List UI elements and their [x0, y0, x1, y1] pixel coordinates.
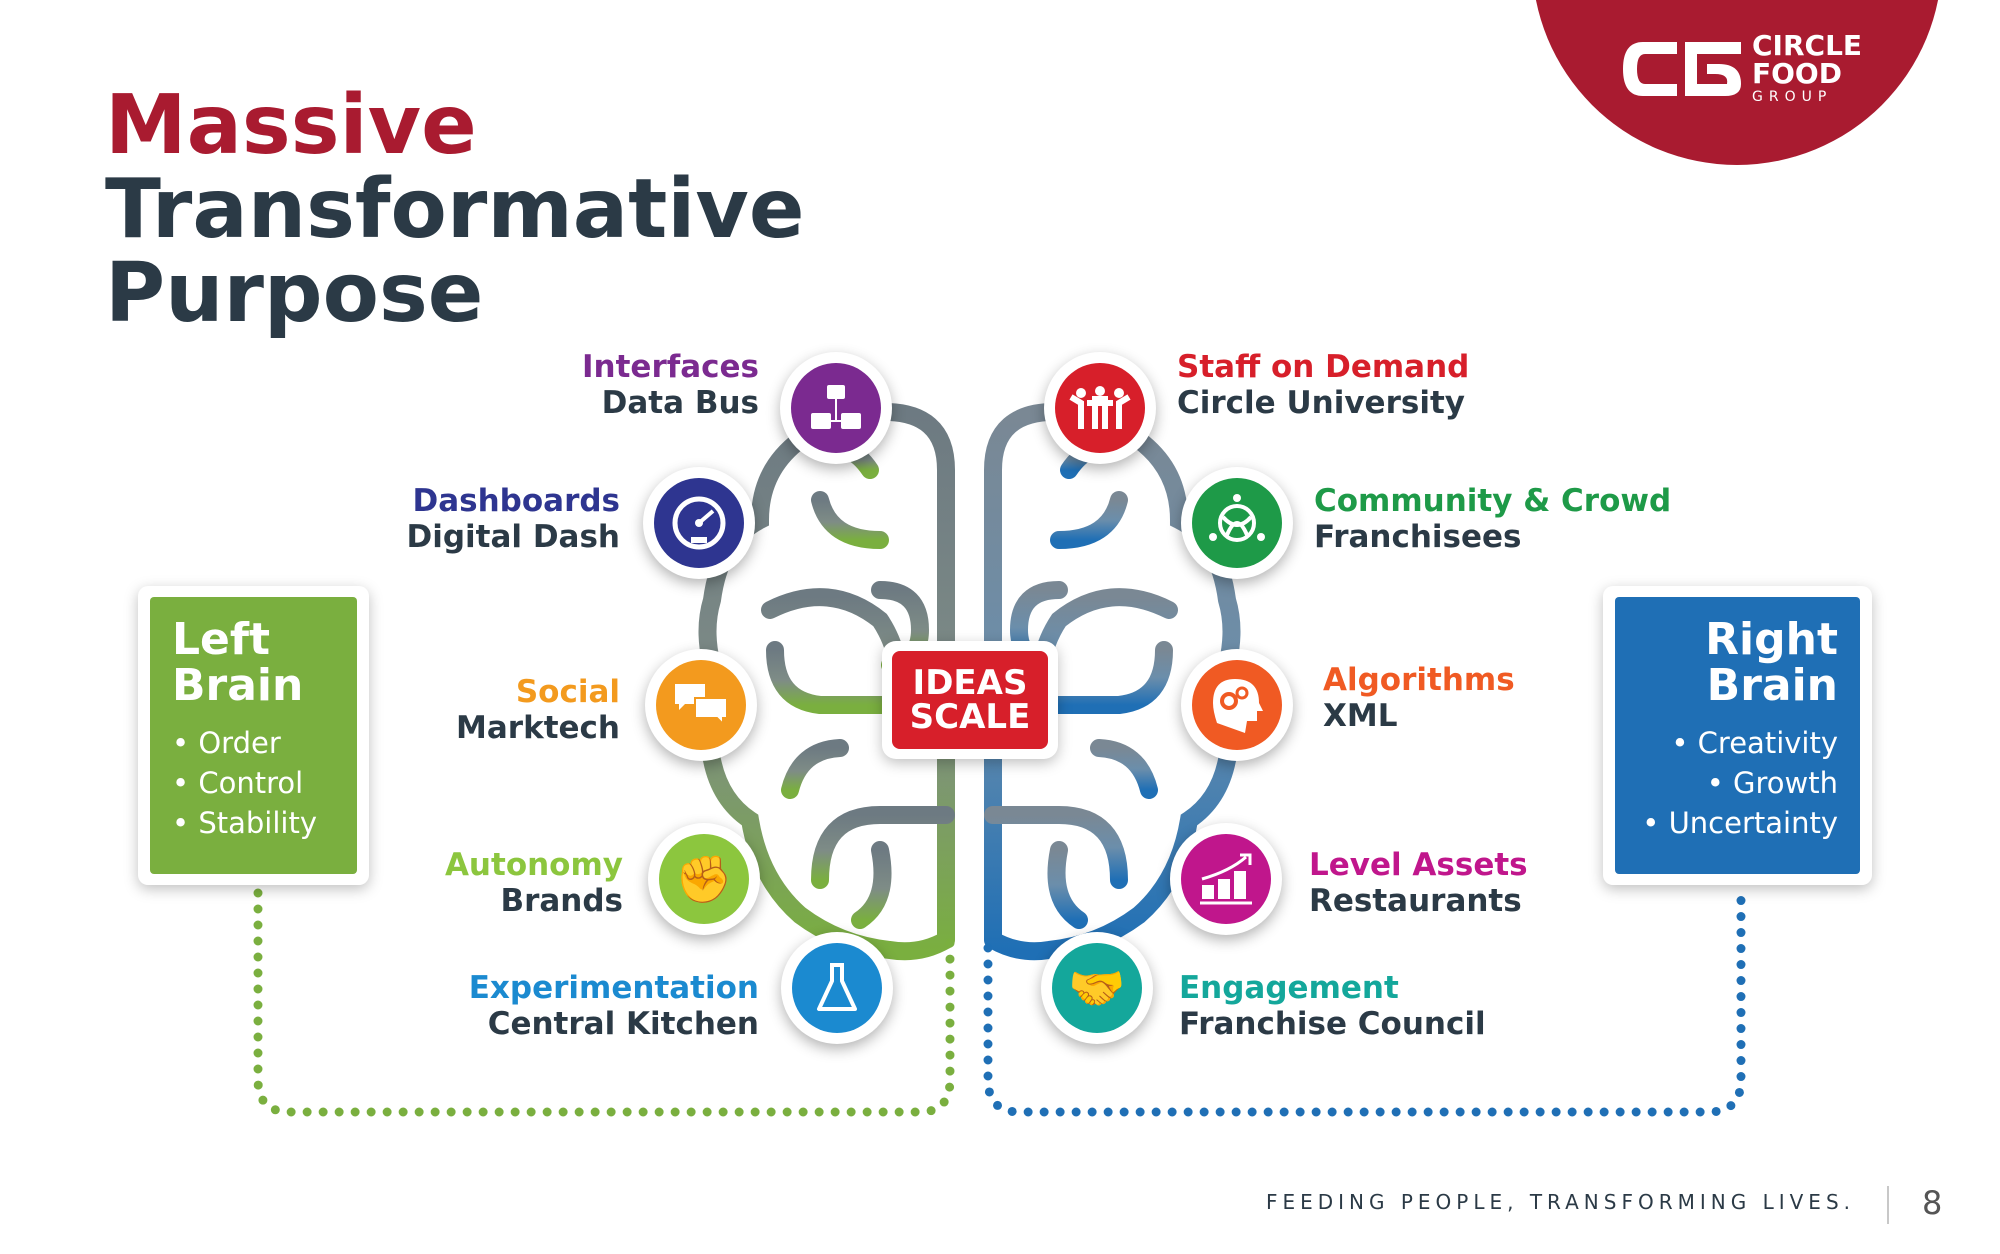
growth-chart-icon [1181, 834, 1271, 924]
head-gears-icon [1192, 660, 1282, 750]
node-label: Algorithms [1323, 662, 1515, 698]
node-algorithms [1181, 649, 1293, 761]
community-knot-icon [1192, 478, 1282, 568]
node-label: Level Assets [1309, 847, 1528, 883]
right-brain-title-2: Brain [1706, 660, 1838, 711]
left-brain-item: Control [172, 763, 335, 803]
logo-line-2: FOOD [1752, 57, 1842, 90]
title-line-2: Transformative [105, 162, 805, 257]
footer-divider [1887, 1186, 1889, 1224]
node-label: Dashboards [412, 483, 620, 519]
node-sublabel: Data Bus [601, 385, 759, 421]
node-sublabel: Marktech [456, 710, 620, 746]
title-line-3: Purpose [105, 246, 484, 341]
speedometer-icon [654, 478, 744, 568]
flask-icon [792, 943, 882, 1033]
node-sublabel: Franchisees [1314, 519, 1522, 555]
page-title: Massive Transformative Purpose [105, 84, 804, 336]
left-brain-item: Order [172, 723, 335, 763]
node-label: Experimentation [468, 970, 759, 1006]
title-line-1: Massive [105, 78, 477, 173]
chat-bubbles-icon [656, 660, 746, 750]
logo-text: CIRCLE FOOD GROUP [1752, 32, 1862, 106]
right-brain-item: Growth [1637, 763, 1838, 803]
node-sublabel: Circle University [1177, 385, 1465, 421]
node-social [645, 649, 757, 761]
node-staff-on-demand [1044, 352, 1156, 464]
node-label: Autonomy [444, 847, 623, 883]
node-dashboards [643, 467, 755, 579]
logo-line-1: CIRCLE [1752, 29, 1863, 62]
node-community [1181, 467, 1293, 579]
right-dotted-connector [983, 888, 1746, 1117]
node-level-assets [1170, 823, 1282, 935]
right-brain-title-1: Right [1705, 614, 1838, 665]
left-brain-item: Stability [172, 803, 335, 843]
node-label: Engagement [1179, 970, 1399, 1006]
node-label: Interfaces [582, 349, 759, 385]
node-sublabel: Central Kitchen [487, 1006, 759, 1042]
right-brain-item: Creativity [1637, 723, 1838, 763]
cf-logo-mark-icon [1623, 42, 1741, 96]
left-brain-title-2: Brain [172, 660, 304, 711]
logo-line-3: GROUP [1752, 89, 1833, 105]
page-number: 8 [1922, 1184, 1943, 1222]
node-sublabel: XML [1323, 698, 1398, 734]
node-sublabel: Restaurants [1309, 883, 1522, 919]
node-interfaces [780, 352, 892, 464]
right-brain-item: Uncertainty [1637, 803, 1838, 843]
node-sublabel: Brands [500, 883, 623, 919]
raised-fist-icon: ✊ [659, 834, 749, 924]
flowchart-icon [791, 363, 881, 453]
node-autonomy: ✊ [648, 823, 760, 935]
left-brain-title-1: Left [172, 614, 271, 665]
handshake-icon: 🤝 [1052, 943, 1142, 1033]
node-label: Social [515, 674, 620, 710]
node-engagement: 🤝 [1041, 932, 1153, 1044]
ideas-scale-line-1: IDEAS [912, 663, 1028, 703]
node-label: Community & Crowd [1314, 483, 1672, 519]
ideas-scale-line-2: SCALE [909, 697, 1031, 737]
node-sublabel: Franchise Council [1179, 1006, 1486, 1042]
node-experimentation [781, 932, 893, 1044]
node-sublabel: Digital Dash [406, 519, 620, 555]
node-label: Staff on Demand [1177, 349, 1470, 385]
footer-tagline: FEEDING PEOPLE, TRANSFORMING LIVES. [1265, 1190, 1855, 1214]
people-icon [1055, 363, 1145, 453]
